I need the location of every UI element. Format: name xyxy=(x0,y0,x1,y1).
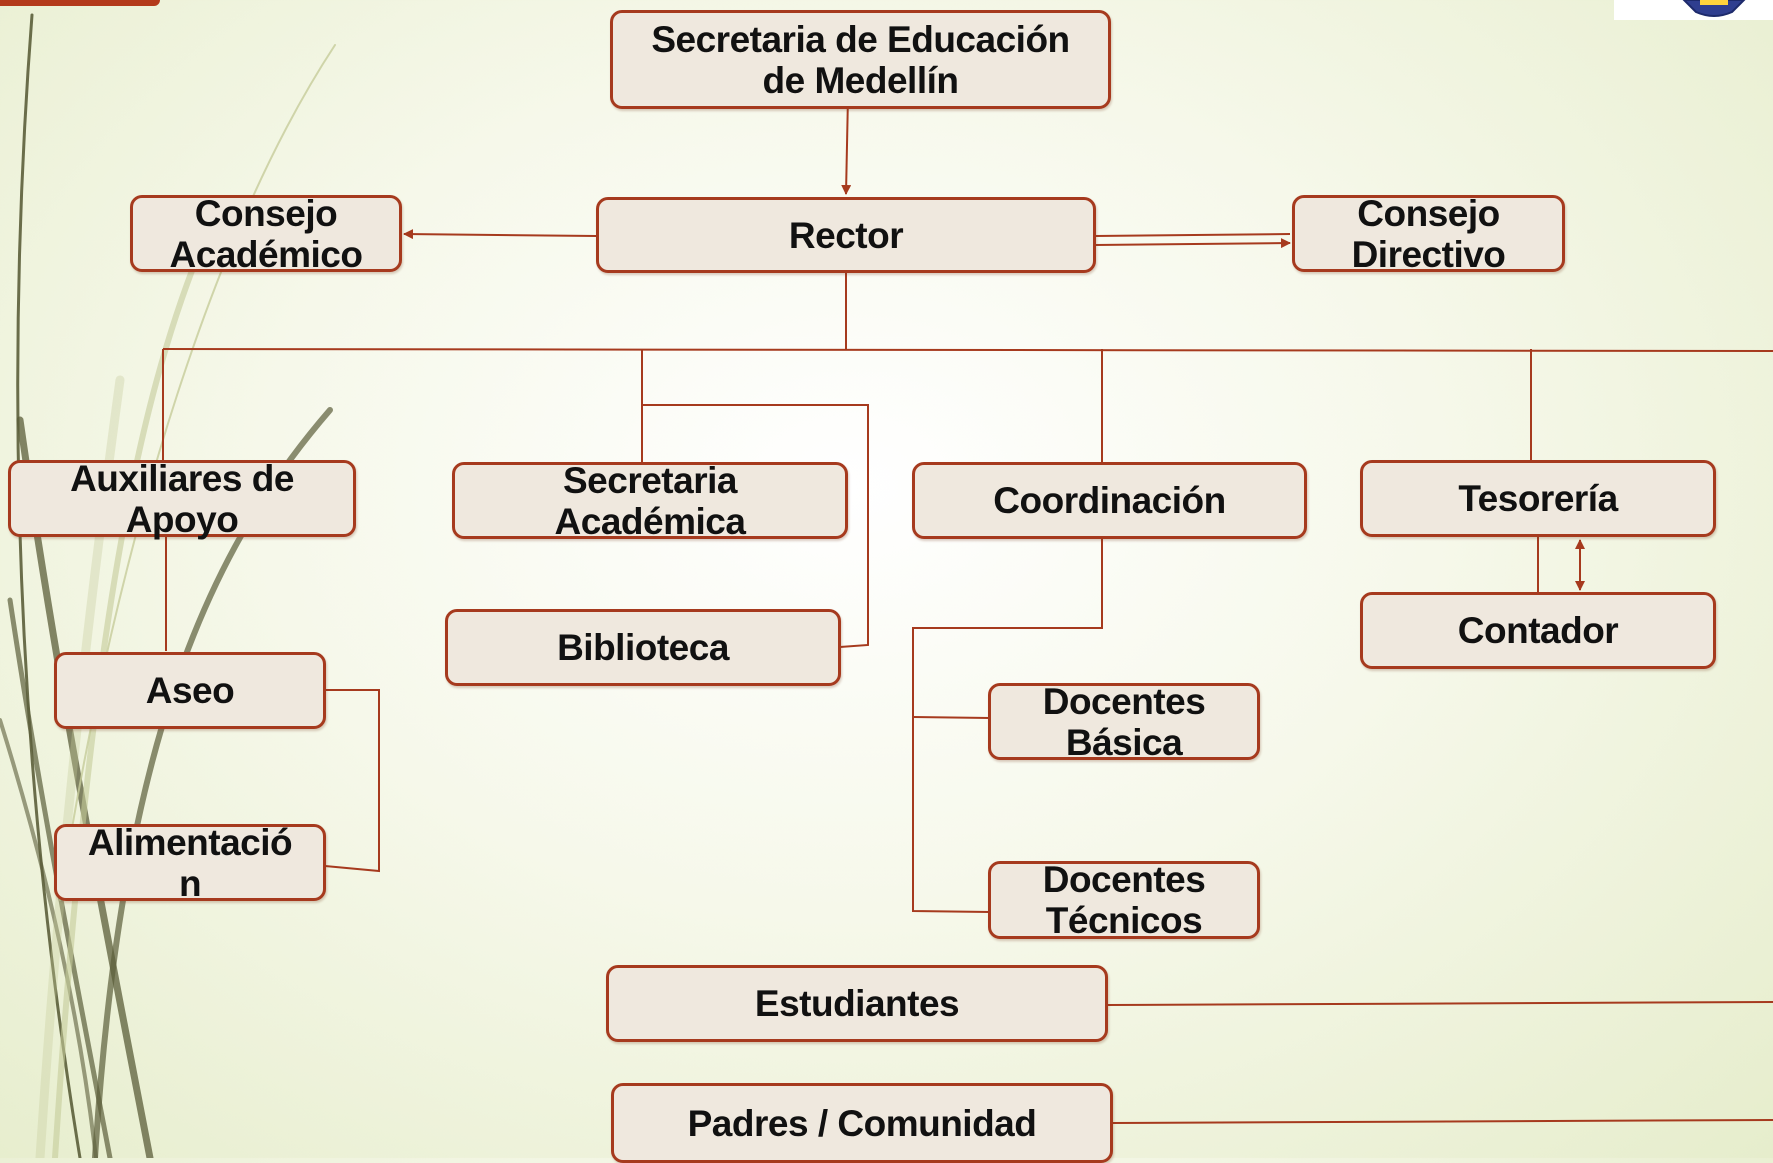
line-coordinacion-docentes xyxy=(912,536,1103,913)
node-rector: Rector xyxy=(596,197,1096,273)
node-secretaria-academica-line2: Académica xyxy=(554,500,746,542)
node-contador-label: Contador xyxy=(1457,610,1619,651)
node-docentes-basica-line2: Básica xyxy=(1065,721,1183,763)
arrow-rector-consejo-directivo xyxy=(1094,238,1291,249)
line-main-bus xyxy=(162,348,1773,352)
node-alimentacion-line1: Alimentació xyxy=(87,821,293,863)
node-auxiliares-apoyo-line2: Apoyo xyxy=(125,498,239,540)
node-coordinacion: Coordinación xyxy=(912,462,1307,539)
node-aseo: Aseo xyxy=(54,652,326,729)
line-aseo-alimentacion-bracket xyxy=(324,689,380,873)
node-docentes-basica-line1: Docentes xyxy=(1042,680,1206,722)
node-secretaria-academica-line1: Secretaria xyxy=(563,459,737,501)
node-secretaria-educacion-line2: de Medellín xyxy=(762,59,959,101)
node-auxiliares-apoyo-line1: Auxiliares de xyxy=(70,457,294,499)
node-consejo-directivo-line2: Directivo xyxy=(1351,233,1506,275)
node-rector-label: Rector xyxy=(788,214,904,256)
node-padres-comunidad: Padres / Comunidad xyxy=(611,1083,1113,1163)
node-aseo-label: Aseo xyxy=(145,670,235,711)
arrow-secretaria-rector xyxy=(841,95,852,195)
line-padres-comunidad xyxy=(1111,1119,1773,1124)
node-biblioteca: Biblioteca xyxy=(445,609,841,686)
node-consejo-directivo-line1: Consejo xyxy=(1357,192,1500,234)
school-shield-icon xyxy=(1614,0,1773,20)
node-tesoreria-label: Tesorería xyxy=(1458,478,1618,519)
node-consejo-academico-line1: Consejo xyxy=(194,192,338,234)
node-docentes-tecnicos-line2: Técnicos xyxy=(1045,900,1203,941)
node-contador: Contador xyxy=(1360,592,1716,669)
node-estudiantes-label: Estudiantes xyxy=(754,983,960,1024)
node-tesoreria: Tesorería xyxy=(1360,460,1716,537)
node-consejo-academico-line2: Académico xyxy=(169,233,363,275)
node-coordinacion-label: Coordinación xyxy=(993,480,1226,521)
node-biblioteca-label: Biblioteca xyxy=(557,627,729,668)
node-docentes-tecnicos-line1: Docentes xyxy=(1042,859,1206,900)
line-biblioteca-bracket xyxy=(642,404,869,648)
arrow-rector-consejo-academico xyxy=(403,229,597,240)
line-rector-consejo-directivo-top xyxy=(1094,233,1291,237)
line-estudiantes xyxy=(1106,1001,1773,1006)
header-accent-tab xyxy=(0,0,160,6)
node-estudiantes: Estudiantes xyxy=(606,965,1108,1042)
node-padres-comunidad-label: Padres / Comunidad xyxy=(687,1102,1037,1144)
line-docentes-basica xyxy=(912,716,991,719)
node-alimentacion-line2: n xyxy=(178,862,202,904)
node-secretaria-educacion-line1: Secretaria de Educación xyxy=(651,18,1070,60)
